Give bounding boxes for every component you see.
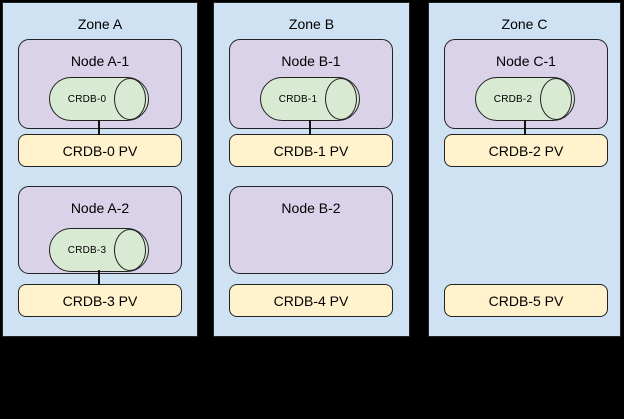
cylinder-cap	[114, 78, 146, 120]
pv-crdb-1: CRDB-1 PV	[229, 134, 393, 167]
pv-crdb-3-label: CRDB-3 PV	[62, 292, 138, 309]
node-a-2-label: Node A-2	[70, 200, 130, 216]
node-b-1-label: Node B-1	[281, 53, 341, 69]
connector-crdb-3-to-pv	[98, 270, 100, 285]
zone-a: Zone A Node A-1 CRDB-0 CRDB-0 PV Node A-…	[2, 2, 198, 337]
pv-crdb-2: CRDB-2 PV	[444, 134, 608, 167]
pod-crdb-0: CRDB-0	[49, 77, 149, 121]
pv-crdb-4-label: CRDB-4 PV	[273, 292, 349, 309]
zone-c-label: Zone C	[501, 16, 548, 32]
pv-crdb-0: CRDB-0 PV	[18, 134, 182, 167]
pod-crdb-3: CRDB-3	[49, 228, 149, 272]
pod-crdb-3-label: CRDB-3	[67, 244, 107, 256]
pv-crdb-2-label: CRDB-2 PV	[488, 142, 564, 159]
connector-crdb-0-to-pv	[98, 120, 100, 135]
pv-crdb-5: CRDB-5 PV	[444, 284, 608, 317]
zone-a-label: Zone A	[77, 16, 123, 32]
pod-crdb-2-label: CRDB-2	[493, 93, 533, 105]
node-b-2-label: Node B-2	[281, 200, 341, 216]
pv-crdb-3: CRDB-3 PV	[18, 284, 182, 317]
pod-crdb-1: CRDB-1	[260, 77, 360, 121]
cylinder-cap	[540, 78, 572, 120]
node-b-2: Node B-2	[229, 186, 393, 274]
pv-crdb-1-label: CRDB-1 PV	[273, 142, 349, 159]
pod-crdb-2: CRDB-2	[475, 77, 575, 121]
cylinder-cap	[325, 78, 357, 120]
connector-crdb-1-to-pv	[309, 120, 311, 135]
pv-crdb-0-label: CRDB-0 PV	[62, 142, 138, 159]
node-b-1: Node B-1	[229, 39, 393, 129]
node-a-1-label: Node A-1	[70, 53, 130, 69]
connector-crdb-2-to-pv	[524, 120, 526, 135]
zone-b: Zone B Node B-1 CRDB-1 CRDB-1 PV Node B-…	[213, 2, 410, 337]
pod-crdb-1-label: CRDB-1	[278, 93, 318, 105]
zone-b-label: Zone B	[288, 16, 335, 32]
cylinder-cap	[114, 229, 146, 271]
zone-c: Zone C Node C-1 CRDB-2 CRDB-2 PV CRDB-5 …	[428, 2, 621, 337]
node-c-1-label: Node C-1	[496, 53, 556, 69]
pv-crdb-4: CRDB-4 PV	[229, 284, 393, 317]
pv-crdb-5-label: CRDB-5 PV	[488, 292, 564, 309]
pod-crdb-0-label: CRDB-0	[67, 93, 107, 105]
